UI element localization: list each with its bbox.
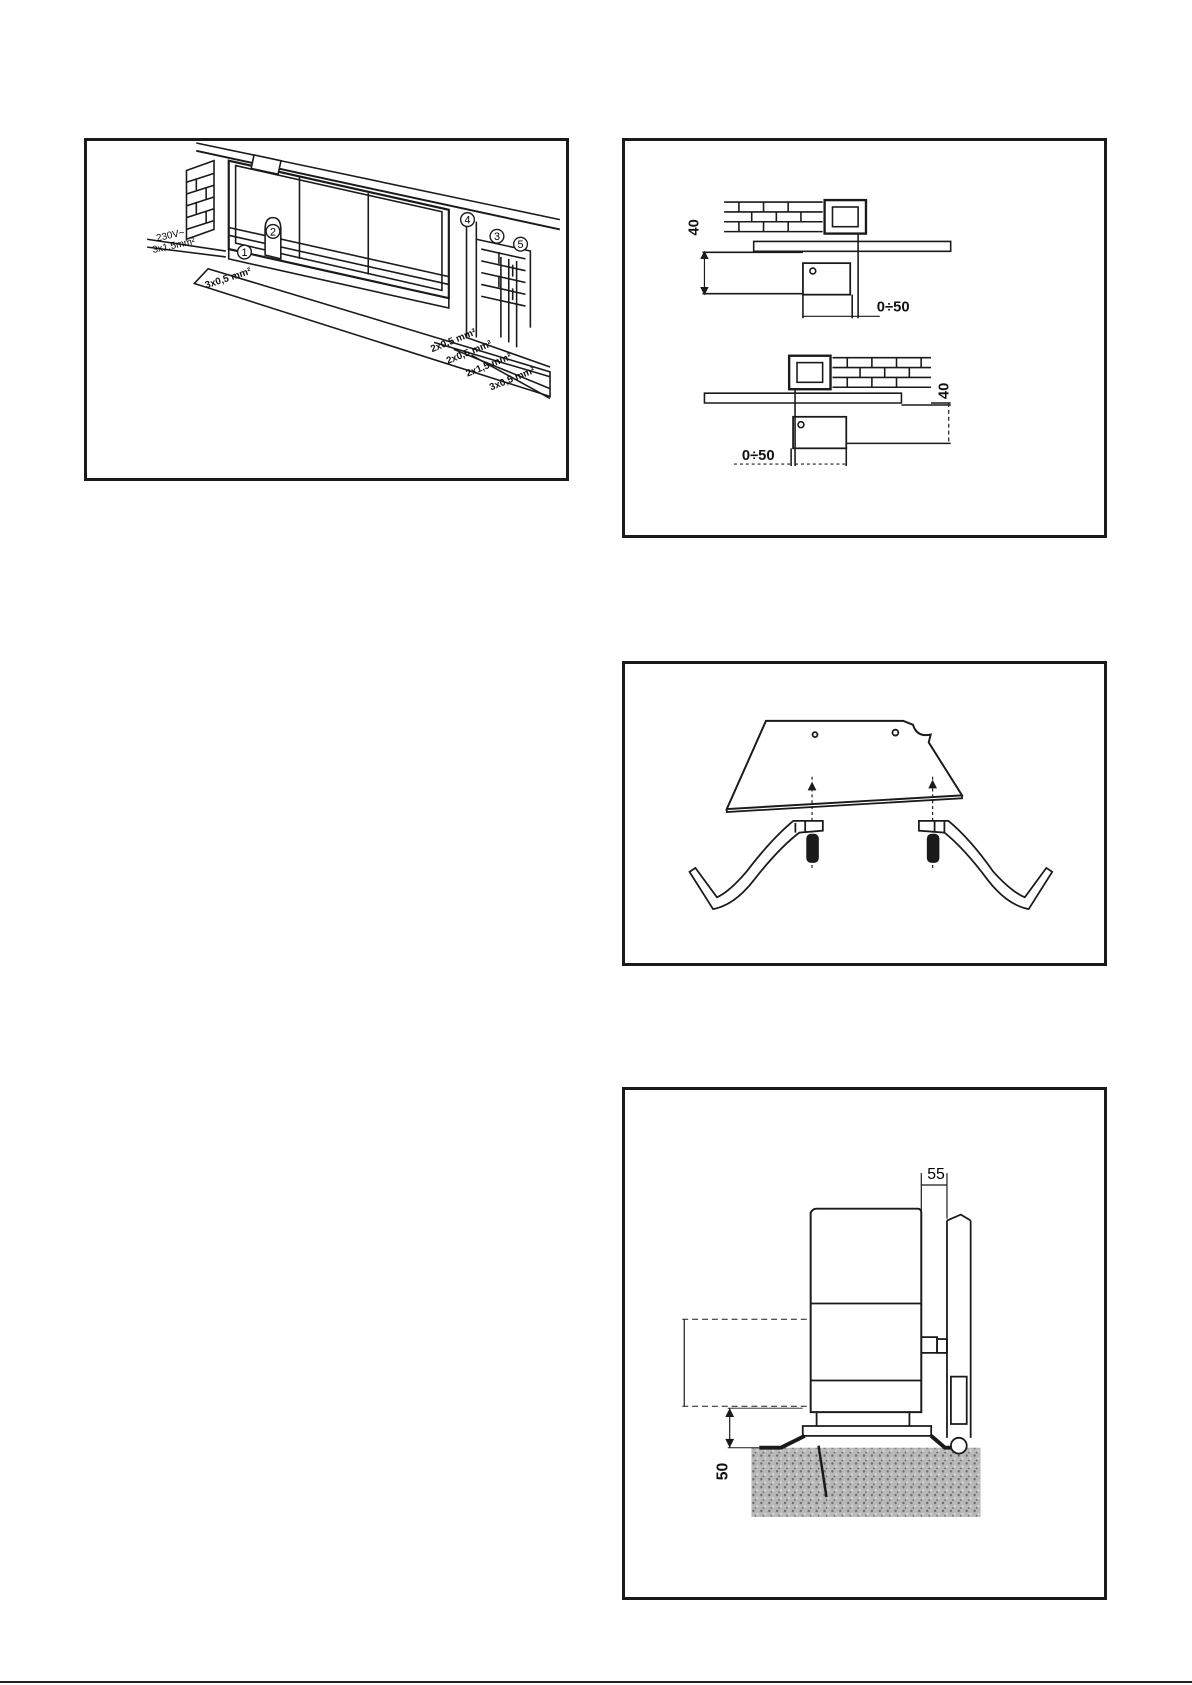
top-gate-rail xyxy=(754,241,951,251)
top-motor xyxy=(803,263,850,295)
top-pillar xyxy=(825,200,866,233)
foundation-brackets xyxy=(759,1436,966,1448)
motor-base-plate xyxy=(803,1426,931,1436)
bottom-height-label: 40 xyxy=(937,383,953,399)
figure-motor-side-view: 55 50 xyxy=(622,1087,1107,1600)
foundation-plate-drawing xyxy=(625,664,1104,963)
top-height-label: 40 xyxy=(687,219,703,235)
base-plate xyxy=(727,721,962,812)
right-bolt xyxy=(928,835,939,862)
left-wall xyxy=(186,161,214,240)
left-bracket xyxy=(690,821,823,909)
callout-5-label: 5 xyxy=(518,239,524,251)
bottom-pillar xyxy=(789,356,830,389)
callout-3-label: 3 xyxy=(494,231,500,243)
bottom-gate-rail xyxy=(704,393,901,403)
motor-side-view-drawing: 55 50 xyxy=(625,1090,1104,1597)
figure-gate-wiring: 1 2 3 4 5 230V~ 3x1,5mm² 3x0,5 mm² 2x0,5… xyxy=(84,138,569,481)
gate-wheel xyxy=(951,1438,967,1454)
figure-plan-offsets: 40 0÷50 40 0÷50 xyxy=(622,138,1107,538)
bottom-offset-label: 0÷50 xyxy=(742,448,775,464)
gate-profile xyxy=(947,1215,971,1454)
flashing-light-box xyxy=(251,155,281,174)
plan-offsets-drawing: 40 0÷50 40 0÷50 xyxy=(625,141,1104,535)
right-bracket xyxy=(919,821,1052,909)
top-offset-label: 0÷50 xyxy=(877,299,910,315)
callout-1-label: 1 xyxy=(241,247,247,259)
top-guide-line xyxy=(196,151,560,230)
callout-4-label: 4 xyxy=(464,215,470,227)
page-bottom-rule xyxy=(0,1681,1192,1683)
figure-foundation-plate xyxy=(622,661,1107,966)
gap-label: 55 xyxy=(927,1166,945,1183)
gate-wiring-drawing: 1 2 3 4 5 230V~ 3x1,5mm² 3x0,5 mm² 2x0,5… xyxy=(87,141,566,478)
left-bolt xyxy=(807,835,818,862)
motor-housing xyxy=(811,1209,947,1412)
depth-label: 50 xyxy=(715,1463,732,1481)
top-layout xyxy=(701,200,950,318)
callout-2-label: 2 xyxy=(270,226,276,238)
ground-concrete xyxy=(751,1448,980,1517)
